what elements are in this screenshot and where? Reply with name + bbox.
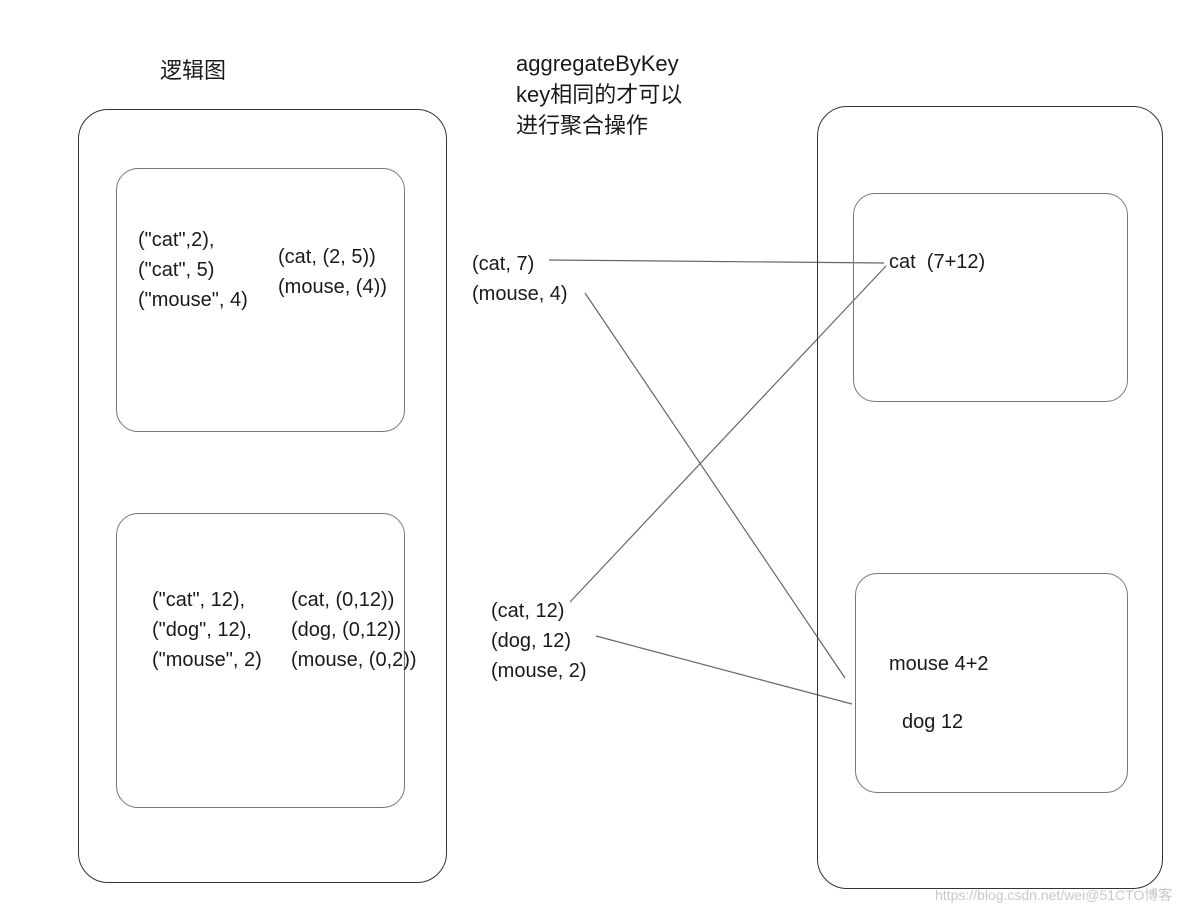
combined-dog-0-12: (dog, (0,12)): [291, 619, 402, 641]
left-partition-box-2: [116, 513, 405, 808]
left-partition-box-1: [116, 168, 405, 432]
annotation-line-1: aggregateByKey: [516, 51, 679, 76]
partial-mouse-4: (mouse, 4): [472, 283, 568, 305]
pair-cat-12: ("cat", 12),: [152, 589, 246, 611]
left-box2-col1: ("cat", 12), ("dog", 12), ("mouse", 2): [152, 585, 262, 675]
annotation-line-3: 进行聚合操作: [516, 113, 649, 138]
partial-cat-7: (cat, 7): [472, 253, 535, 275]
middle-group-1: (cat, 7) (mouse, 4): [472, 249, 568, 309]
left-partition-outer-box: [78, 109, 447, 883]
connector-mouse4-to-mouse-result: [584, 292, 846, 679]
combined-cat-0-12: (cat, (0,12)): [291, 589, 395, 611]
right-partition-outer-box: [817, 106, 1163, 889]
diagram-title: 逻辑图: [160, 58, 227, 83]
result-cat: cat (7+12): [889, 251, 986, 273]
left-box1-col2: (cat, (2, 5)) (mouse, (4)): [278, 242, 387, 302]
combined-mouse-0-2: (mouse, (0,2)): [291, 649, 417, 671]
partial-dog-12: (dog, 12): [491, 630, 572, 652]
pair-cat-5: ("cat", 5): [138, 259, 215, 281]
partial-mouse-2: (mouse, 2): [491, 660, 587, 682]
combined-cat-2-5: (cat, (2, 5)): [278, 246, 376, 268]
middle-group-2: (cat, 12) (dog, 12) (mouse, 2): [491, 596, 587, 686]
combined-mouse-4: (mouse, (4)): [278, 276, 387, 298]
right-partition-box-1: [853, 193, 1128, 402]
left-box1-col1: ("cat",2), ("cat", 5) ("mouse", 4): [138, 225, 248, 315]
right-partition-box-2: [855, 573, 1128, 793]
annotation-line-2: key相同的才可以: [516, 82, 683, 107]
result-mouse: mouse 4+2: [889, 653, 989, 675]
pair-cat-2: ("cat",2),: [138, 229, 215, 251]
pair-mouse-2: ("mouse", 2): [152, 649, 262, 671]
left-box2-col2: (cat, (0,12)) (dog, (0,12)) (mouse, (0,2…: [291, 585, 417, 675]
watermark-text: https://blog.csdn.net/wei@51CTO博客: [935, 887, 1173, 903]
partial-cat-12: (cat, 12): [491, 600, 565, 622]
pair-mouse-4: ("mouse", 4): [138, 289, 248, 311]
result-dog: dog 12: [902, 711, 964, 733]
pair-dog-12: ("dog", 12),: [152, 619, 252, 641]
annotation-block: aggregateByKey key相同的才可以 进行聚合操作: [516, 48, 682, 141]
connector-dog12-to-dog-result: [595, 635, 853, 705]
